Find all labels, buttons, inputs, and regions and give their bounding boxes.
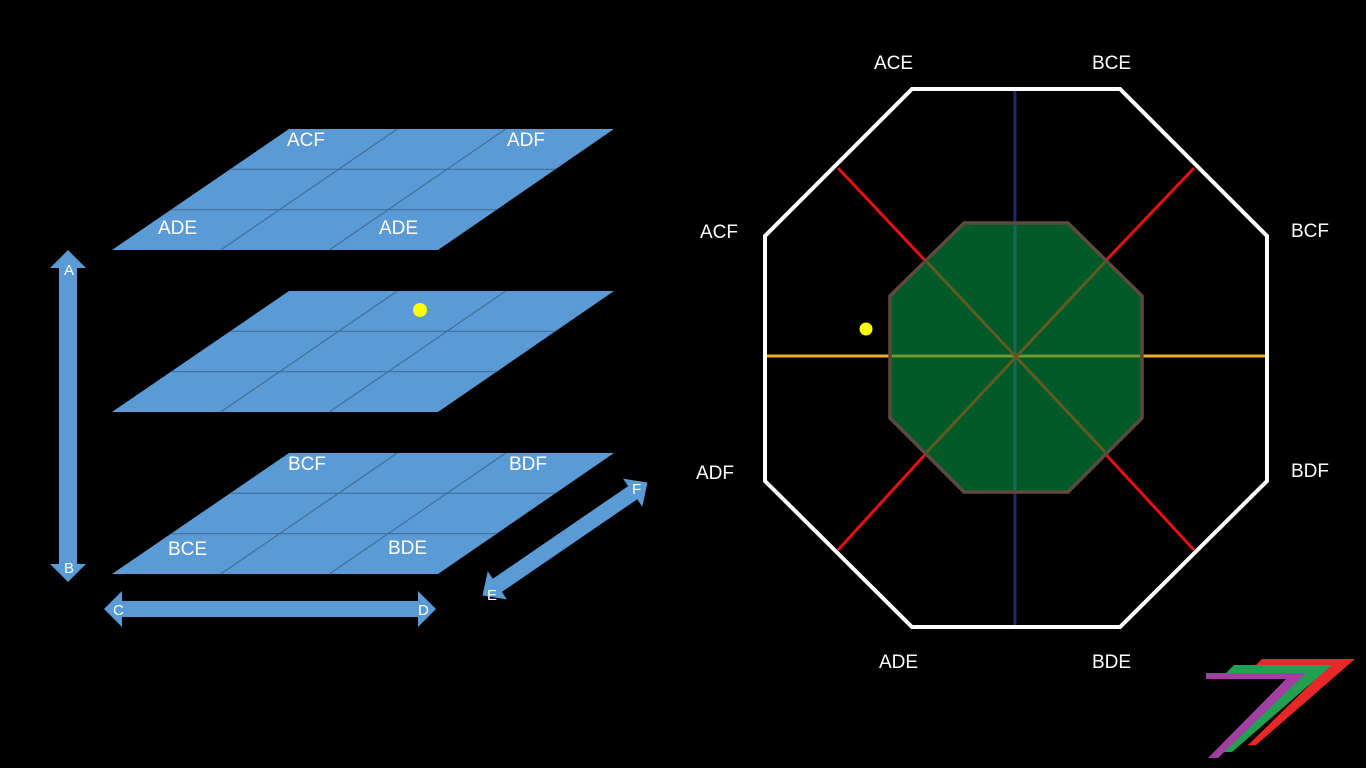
outer-octagon — [763, 87, 1269, 629]
plane-bottom-label-bde: BDE — [388, 538, 427, 559]
octagon-label-bdf: BDF — [1291, 461, 1329, 482]
plane-grid-line-column-1 — [220, 452, 398, 575]
plane-top: ACF ADF ADE ADE — [112, 128, 614, 251]
plane-top-grid — [171, 128, 556, 251]
plane-bottom-label-bce: BCE — [168, 539, 207, 560]
logo-7-icon — [1206, 659, 1355, 758]
arrow-diagonal-end-label: F — [632, 481, 641, 498]
plane-top-label-acf: ACF — [287, 130, 325, 151]
arrow-diagonal-shape — [482, 478, 648, 600]
plane-grid-line-column-1 — [220, 128, 398, 251]
plane-grid-line-column-2 — [328, 290, 507, 413]
plane-grid-line-column-2 — [328, 128, 507, 251]
plane-top-label-adf: ADF — [507, 130, 545, 151]
octagon-label-ace: ACE — [874, 53, 913, 74]
arrow-vertical: A B — [50, 250, 86, 582]
plane-bottom-label-bdf: BDF — [509, 454, 547, 475]
plane-middle — [112, 290, 614, 413]
arrow-horizontal-end-label: D — [418, 602, 429, 619]
logo-stripe-green — [1222, 665, 1332, 752]
arrow-diagonal-start-label: E — [487, 587, 497, 604]
octagon-diagram: ACE BCE ACF BCF ADF BDF ADE BDE — [696, 53, 1329, 673]
arrow-horizontal-start-label: C — [113, 602, 124, 619]
arrow-vertical-end-label: B — [64, 560, 74, 577]
plane-middle-point — [413, 303, 427, 317]
plane-bottom-grid — [171, 452, 556, 575]
plane-bottom-surface — [112, 453, 614, 574]
octagon-label-adf: ADF — [696, 463, 734, 484]
logo-stripe-purple — [1206, 673, 1306, 758]
plane-top-label-ade-left: ADE — [158, 218, 197, 239]
octagon-label-bde: BDE — [1092, 652, 1131, 673]
plane-top-label-ade-right: ADE — [379, 218, 418, 239]
inner-line-tint — [892, 225, 1140, 490]
plane-middle-surface — [112, 291, 614, 412]
inner-diagonal-line-2 — [925, 260, 1107, 454]
arrow-diagonal — [482, 478, 648, 600]
octagon-point — [859, 322, 873, 336]
arrow-horizontal-shape — [104, 591, 436, 627]
octagon-label-ade: ADE — [879, 652, 918, 673]
plane-grid-line-column-2 — [328, 452, 507, 575]
arrow-vertical-start-label: A — [64, 262, 74, 279]
plane-middle-grid — [171, 290, 556, 413]
octagon-label-bcf: BCF — [1291, 221, 1329, 242]
plane-bottom: BCF BDF BCE BDE — [112, 452, 614, 575]
logo-stripe-red — [1248, 659, 1355, 745]
octagon-label-bce: BCE — [1092, 53, 1131, 74]
plane-top-surface — [112, 129, 614, 250]
arrow-vertical-shape — [50, 250, 86, 582]
octagon-label-acf: ACF — [700, 222, 738, 243]
plane-bottom-label-bcf: BCF — [288, 454, 326, 475]
arrow-horizontal: C D — [104, 591, 436, 627]
plane-grid-line-column-1 — [220, 290, 398, 413]
